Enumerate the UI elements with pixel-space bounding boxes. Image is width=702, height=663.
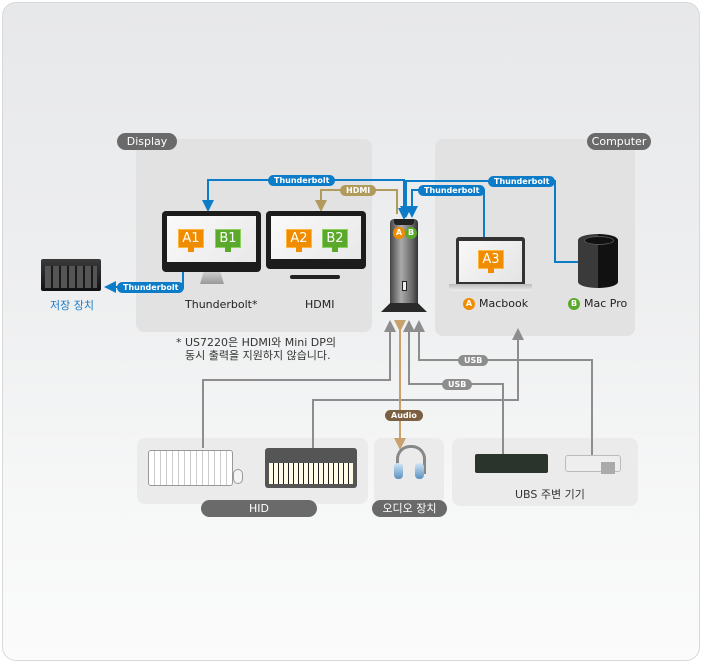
- mouse-icon: [233, 469, 243, 484]
- macbook-label: Macbook: [479, 297, 529, 310]
- tag-thunderbolt-storage: Thunderbolt: [117, 282, 185, 293]
- tag-thunderbolt-monitor: Thunderbolt: [268, 175, 336, 186]
- mac-pro-icon: [578, 234, 618, 288]
- wire-thunderbolt-macbook: [406, 189, 485, 237]
- music-keyboard-icon: [265, 448, 357, 488]
- tag-usb-cardreader: USB: [458, 355, 489, 366]
- screen-a2: A2: [286, 229, 312, 252]
- note-line-1: US7220은 HDMI와 Mini DP의: [185, 336, 337, 349]
- screen-a1: A1: [178, 229, 204, 252]
- wire-usb-piano: [312, 328, 524, 448]
- usb-peripherals-label: UBS 주변 기기: [515, 488, 585, 501]
- macbook-badge: A: [463, 298, 475, 310]
- wire-usb-keyboard: [202, 320, 396, 448]
- keyboard-icon: [148, 450, 233, 486]
- capture-device-icon: [475, 454, 548, 473]
- note-bullet: *: [176, 336, 182, 349]
- hdmi-monitor-label: HDMI: [305, 298, 335, 311]
- macbook-icon: A3: [456, 237, 525, 284]
- audio-group-label: 오디오 장치: [372, 500, 447, 517]
- headset-icon: [394, 445, 426, 493]
- note-line-2: 동시 출력을 지원하지 않습니다.: [185, 349, 331, 362]
- wire-usb-cardreader: [413, 320, 593, 455]
- screen-b2: B2: [322, 229, 348, 252]
- dock-base: [381, 303, 427, 312]
- storage-device-icon: [41, 259, 101, 291]
- dock-badge-a: A: [393, 227, 405, 239]
- hdmi-monitor-stand: [290, 275, 340, 279]
- wire-usb-capture: [403, 320, 504, 455]
- storage-label: 저장 장치: [50, 299, 94, 312]
- tag-thunderbolt-macbook: Thunderbolt: [418, 185, 486, 196]
- monitor-stand: [200, 272, 224, 284]
- tag-audio: Audio: [385, 410, 423, 421]
- tag-usb-capture: USB: [442, 379, 473, 390]
- hid-group-label: HID: [201, 500, 317, 517]
- macbook-base: [449, 284, 532, 291]
- hdmi-monitor-icon: A2 B2: [266, 211, 366, 269]
- mac-pro-label: Mac Pro: [584, 297, 628, 310]
- card-reader-icon: [565, 455, 621, 474]
- screen-a3: A3: [478, 250, 504, 273]
- tag-thunderbolt-macpro: Thunderbolt: [488, 176, 556, 187]
- thunderbolt-monitor-icon: A1 B1: [162, 211, 261, 272]
- tag-hdmi: HDMI: [340, 185, 377, 196]
- dock-badge-b: B: [405, 227, 417, 239]
- display-group-label: Display: [117, 133, 177, 150]
- computer-group-label: Computer: [587, 133, 651, 150]
- mac-pro-badge: B: [568, 298, 580, 310]
- thunderbolt-monitor-label: Thunderbolt*: [185, 298, 258, 311]
- compatibility-note: * US7220은 HDMI와 Mini DP의 동시 출력을 지원하지 않습니…: [176, 336, 336, 362]
- screen-b1: B1: [215, 229, 241, 252]
